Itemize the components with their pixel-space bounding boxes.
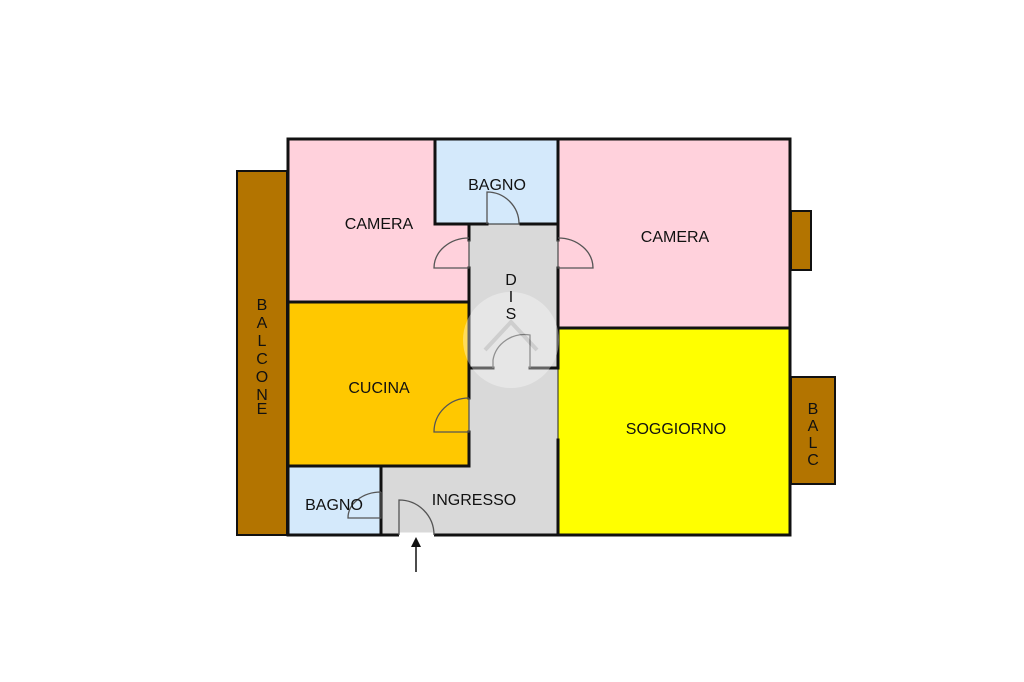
svg-text:L: L <box>809 435 818 452</box>
svg-text:N: N <box>256 387 268 404</box>
label-cucina: CUCINA <box>348 380 410 397</box>
balcony-right-small <box>790 210 812 271</box>
svg-text:A: A <box>808 418 819 435</box>
entrance-arrow-icon <box>411 537 421 572</box>
room-bagno-bottom <box>287 465 382 536</box>
balcony-right <box>790 376 836 485</box>
svg-text:B: B <box>808 401 819 418</box>
svg-text:S: S <box>506 306 517 323</box>
label-camera-right: CAMERA <box>641 229 710 246</box>
label-dis: D I S <box>505 272 517 323</box>
door-swings <box>347 191 594 536</box>
svg-text:A: A <box>257 315 268 332</box>
label-camera-left: CAMERA <box>345 216 414 233</box>
svg-text:C: C <box>807 452 819 469</box>
label-bagno-bottom: BAGNO <box>305 497 363 514</box>
svg-text:C: C <box>256 351 268 368</box>
label-balc: B A L C <box>807 401 819 469</box>
svg-text:O: O <box>256 369 268 386</box>
svg-text:L: L <box>258 333 267 350</box>
walls <box>286 137 792 537</box>
svg-text:D: D <box>505 272 517 289</box>
house-watermark-icon <box>463 292 559 388</box>
svg-text:I: I <box>509 289 513 306</box>
balcony-left <box>236 170 288 536</box>
svg-text:E: E <box>257 401 268 418</box>
label-balcone: B A L C O N E <box>256 297 268 418</box>
label-soggiorno: SOGGIORNO <box>626 421 726 438</box>
svg-text:B: B <box>257 297 268 314</box>
label-ingresso: INGRESSO <box>432 492 516 509</box>
room-cucina <box>287 301 470 467</box>
label-bagno-top: BAGNO <box>468 177 526 194</box>
